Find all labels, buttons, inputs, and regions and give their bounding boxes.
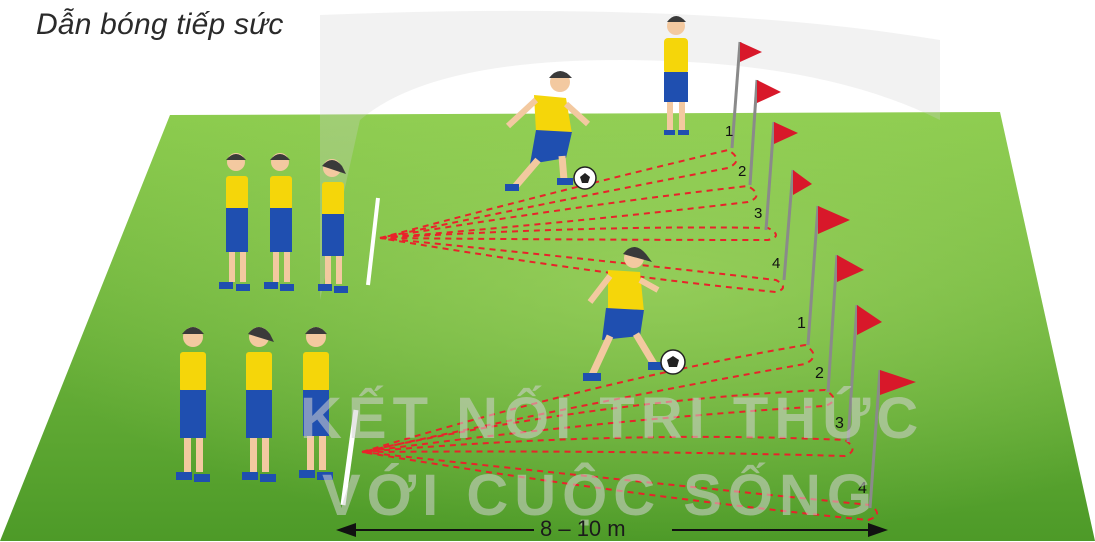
cone-number-top-3: 3 (754, 205, 762, 222)
cone-number-bottom-1: 1 (797, 315, 806, 332)
page-title: Dẫn bóng tiếp sức (36, 8, 284, 42)
cone-number-top-4: 4 (772, 255, 780, 272)
soccer-ball-icon (574, 167, 596, 189)
cone-number-top-2: 2 (738, 163, 746, 180)
cone-number-bottom-2: 2 (815, 365, 824, 382)
distance-label: 8 – 10 m (540, 516, 626, 542)
watermark-line-1: KẾT NỐI TRI THỨC (300, 385, 900, 452)
soccer-ball-icon (661, 350, 685, 374)
cone-number-top-1: 1 (725, 123, 733, 140)
